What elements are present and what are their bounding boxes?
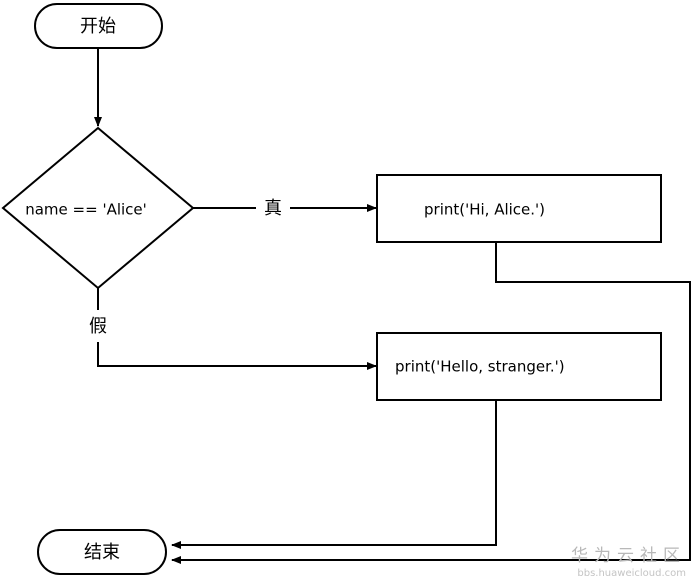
end-node: 结束 <box>37 529 167 575</box>
decision-node: name == 'Alice' <box>1 126 195 290</box>
watermark-url: bbs.huaweicloud.com <box>577 568 686 579</box>
false-action-to-end-connector <box>171 400 497 549</box>
false-branch-label: 假 <box>89 316 107 337</box>
false-branch-arrow <box>97 342 377 370</box>
true-action-to-end-connector <box>171 242 691 564</box>
start-node: 开始 <box>34 3 163 49</box>
end-node-label: 结束 <box>84 542 120 563</box>
watermark: 华为云社区 bbs.huaweicloud.com <box>571 546 686 579</box>
false-action-box <box>376 332 662 401</box>
false-action-node: print('Hello, stranger.') <box>376 332 662 401</box>
true-branch-label: 真 <box>264 198 282 219</box>
true-action-box <box>376 174 662 243</box>
true-action-node: print('Hi, Alice.') <box>376 174 662 243</box>
end-node-shape <box>37 529 167 575</box>
watermark-brand: 华为云社区 <box>571 546 686 566</box>
false-action-text: print('Hello, stranger.') <box>395 358 565 376</box>
start-node-label: 开始 <box>80 16 116 37</box>
decision-condition-text: name == 'Alice' <box>25 201 147 219</box>
true-action-text: print('Hi, Alice.') <box>424 201 545 219</box>
